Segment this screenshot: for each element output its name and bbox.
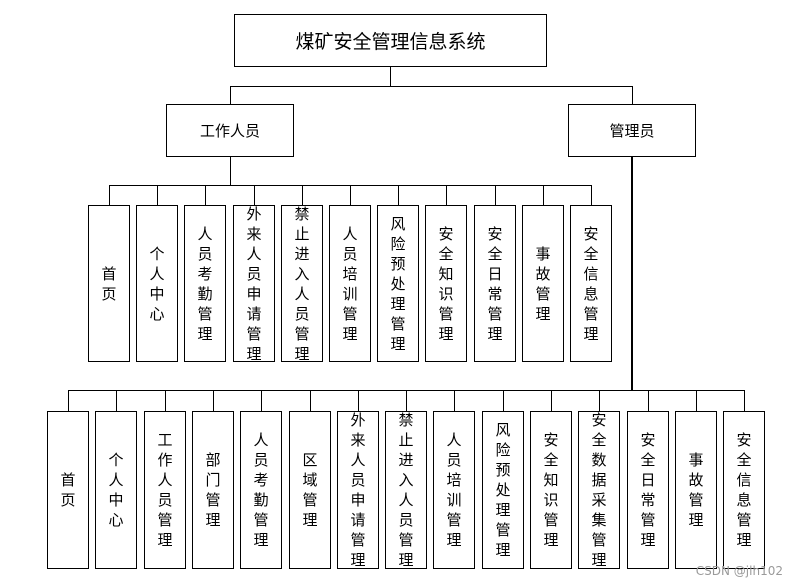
role-box-admin: 管理员 [568,104,696,157]
connector-to-admin [632,86,633,105]
connector-to-staff [230,86,231,105]
role-label-admin: 管理员 [609,122,655,140]
admin-module-box: 工作人员管理 [144,411,186,569]
staff-connector [205,185,206,206]
admin-module-box: 部门管理 [192,411,234,569]
admin-module-label: 部门管理 [205,451,221,529]
staff-module-label: 人员考勤管理 [197,224,213,343]
staff-module-label: 禁止进入人员管理 [294,204,310,363]
staff-module-label: 安全日常管理 [487,224,503,343]
admin-module-label: 安全知识管理 [543,431,559,549]
admin-connector [68,390,69,412]
admin-module-box: 安全知识管理 [530,411,572,569]
staff-module-box: 个人中心 [136,205,178,362]
admin-module-label: 个人中心 [108,451,124,529]
role-label-staff: 工作人员 [199,122,260,140]
connector-staff-down [230,157,231,186]
staff-connector [495,185,496,206]
staff-connector [446,185,447,206]
staff-connector [543,185,544,206]
admin-module-box: 安全数据采集管理 [578,411,620,569]
admin-module-box: 安全信息管理 [723,411,765,569]
staff-connector [591,185,592,206]
admin-module-label: 安全数据采集管理 [591,411,607,569]
admin-connector [406,390,407,412]
admin-module-box: 外来人员申请管理 [337,411,379,569]
staff-module-box: 首页 [88,205,130,362]
staff-module-label: 外来人员申请管理 [246,204,262,363]
staff-module-box: 人员考勤管理 [184,205,226,362]
system-title: 煤矿安全管理信息系统 [295,31,486,53]
staff-module-label: 风险预处理管理 [390,214,406,353]
admin-module-box: 个人中心 [95,411,137,569]
admin-connector [310,390,311,412]
admin-module-label: 风险预处理管理 [495,421,511,559]
admin-connector [648,390,649,412]
admin-module-box: 区域管理 [289,411,331,569]
admin-module-label: 首页 [60,471,76,509]
staff-module-label: 个人中心 [149,244,165,323]
admin-module-label: 事故管理 [688,451,704,529]
admin-connector [358,390,359,412]
admin-module-box: 风险预处理管理 [482,411,524,569]
admin-connector [454,390,455,412]
admin-module-label: 安全日常管理 [640,431,656,549]
staff-connector [350,185,351,206]
admin-connector [165,390,166,412]
admin-module-box: 首页 [47,411,89,569]
staff-module-label: 事故管理 [535,244,551,323]
staff-module-label: 人员培训管理 [342,224,358,343]
staff-module-label: 安全知识管理 [438,224,454,343]
staff-connector [109,185,110,206]
admin-connector [213,390,214,412]
connector-root-down [390,67,391,87]
staff-module-label: 安全信息管理 [583,224,599,343]
admin-connector [116,390,117,412]
admin-connector [551,390,552,412]
admin-module-label: 工作人员管理 [157,431,173,549]
admin-connector [261,390,262,412]
connector-admin-down [631,157,633,391]
admin-module-label: 人员培训管理 [446,431,462,549]
admin-module-box: 事故管理 [675,411,717,569]
staff-module-box: 外来人员申请管理 [233,204,275,363]
role-box-staff: 工作人员 [166,104,294,157]
staff-module-box: 安全知识管理 [425,205,467,362]
admin-module-label: 区域管理 [302,451,318,529]
admin-module-label: 禁止进入人员管理 [398,411,414,569]
admin-module-box: 安全日常管理 [627,411,669,569]
admin-module-label: 安全信息管理 [736,431,752,549]
staff-module-box: 禁止进入人员管理 [281,204,323,363]
staff-module-box: 风险预处理管理 [377,205,419,362]
admin-connector [503,390,504,412]
watermark: CSDN @jlh102 [695,564,783,578]
admin-connector [744,390,745,412]
connector-roles-bar [230,86,633,87]
staff-connector [157,185,158,206]
staff-module-box: 事故管理 [522,205,564,362]
admin-connector [696,390,697,412]
staff-connector [254,185,255,206]
staff-connector [302,185,303,206]
admin-module-box: 人员考勤管理 [240,411,282,569]
system-title-box: 煤矿安全管理信息系统 [234,14,547,67]
staff-module-box: 人员培训管理 [329,205,371,362]
staff-connector [398,185,399,206]
admin-module-label: 外来人员申请管理 [350,411,366,569]
staff-module-box: 安全日常管理 [474,205,516,362]
staff-module-box: 安全信息管理 [570,205,612,362]
admin-connector [599,390,600,412]
admin-module-label: 人员考勤管理 [253,431,269,549]
admin-module-box: 禁止进入人员管理 [385,411,427,569]
staff-module-label: 首页 [101,264,117,303]
admin-module-box: 人员培训管理 [433,411,475,569]
